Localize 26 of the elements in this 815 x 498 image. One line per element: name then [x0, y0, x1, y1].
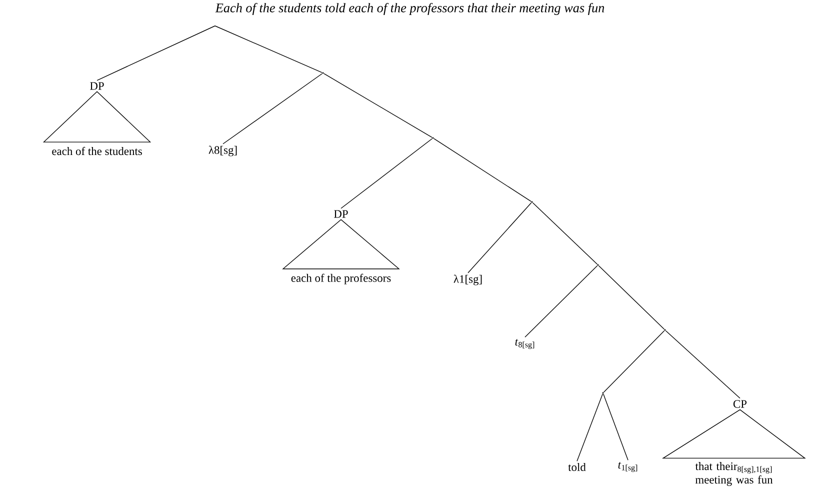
sentence-title: Each of the students told each of the professors that their meeting was fun [215, 2, 604, 16]
category-label: DP [334, 210, 348, 218]
tree-branch [468, 202, 532, 274]
tree-branch [96, 26, 216, 81]
phrase-text: that their$_{8[sg],1[sg]}$ meeting was fun [695, 462, 773, 486]
leaf-word: λ8[sg] [208, 146, 237, 156]
tree-branch [532, 202, 598, 265]
tree-branch [603, 330, 665, 393]
category-label: DP [90, 82, 104, 90]
tree-branch [665, 330, 740, 399]
tree-branch [598, 265, 665, 330]
category-label: CP [733, 400, 747, 408]
phrase-text: each of the professors [291, 274, 391, 284]
tree-branch [214, 26, 322, 73]
leaf-word: t$_{8[sg]}$ [515, 339, 534, 349]
tree-branch [434, 138, 532, 202]
leaf-word: t$_{1[sg]}$ [618, 462, 638, 472]
tree-branch [603, 394, 628, 460]
leaf-word: λ1[sg] [454, 274, 482, 286]
tree-branch [524, 265, 598, 338]
tree-branch [222, 73, 322, 144]
tree-branch [576, 394, 603, 462]
tree-branch [324, 73, 432, 138]
tree-branch [340, 138, 433, 209]
phrase-text: each of the students [52, 146, 142, 156]
leaf-word: told [568, 462, 586, 472]
